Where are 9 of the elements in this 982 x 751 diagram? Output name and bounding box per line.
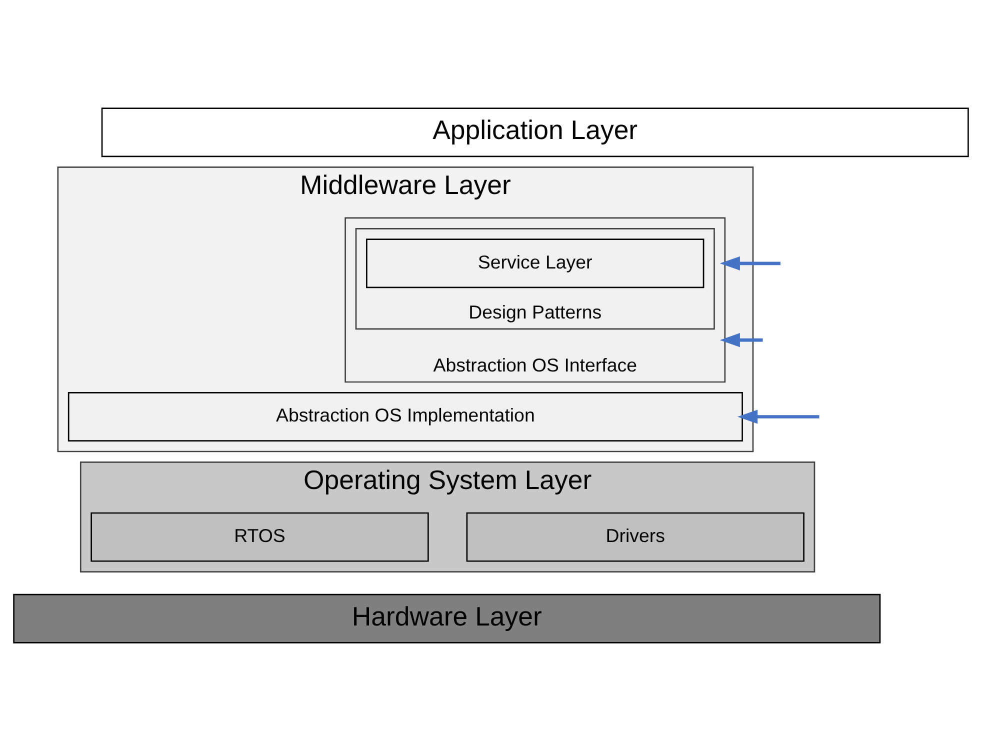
node-box: Drivers <box>466 512 804 562</box>
arrow <box>720 333 763 348</box>
node-box: Abstraction OS Implementation <box>68 392 743 442</box>
arrow <box>737 410 820 424</box>
arrow <box>720 256 780 270</box>
node-box: Service Layer <box>366 238 704 288</box>
node-box: Application Layer <box>101 108 969 158</box>
node-box: RTOS <box>90 512 429 562</box>
node-box: Hardware Layer <box>13 594 881 644</box>
